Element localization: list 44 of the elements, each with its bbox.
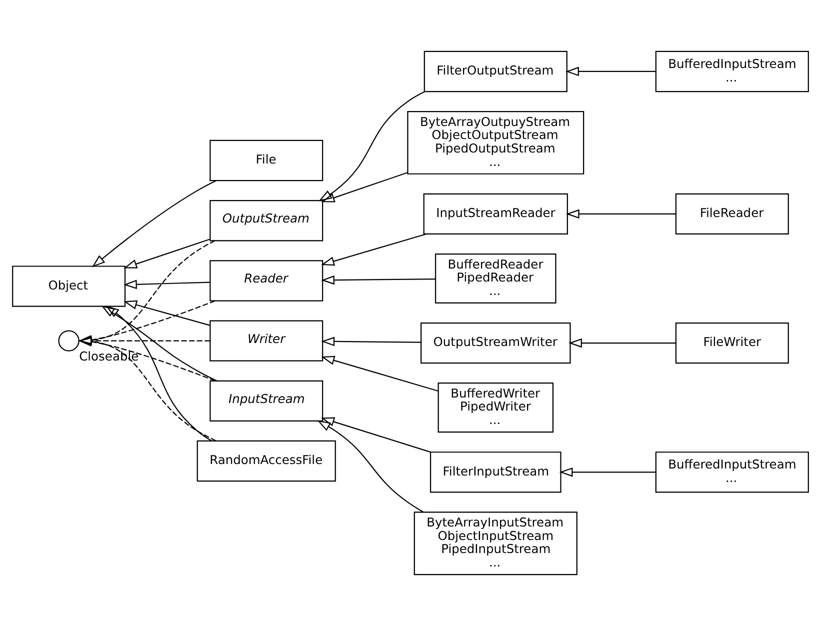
node-circle bbox=[58, 330, 80, 352]
arrow bbox=[321, 417, 431, 453]
arrow bbox=[78, 240, 216, 345]
node-box: ByteArrayOutpuyStream ObjectOutputStream PipedOutputStream ... bbox=[407, 111, 584, 174]
arrow bbox=[318, 91, 426, 202]
arrow bbox=[321, 275, 436, 285]
node-box: FileWriter bbox=[675, 322, 789, 364]
arrow bbox=[566, 66, 656, 76]
node-label: Closeable bbox=[79, 350, 139, 364]
arrow bbox=[321, 233, 427, 266]
arrow bbox=[78, 337, 216, 382]
node-box: FilterOutputStream bbox=[424, 50, 568, 92]
arrow bbox=[566, 209, 676, 219]
node-box: RandomAccessFile bbox=[196, 440, 336, 482]
node-box: ByteArrayInputStream ObjectInputStream PipedInputStream ... bbox=[414, 512, 578, 576]
arrow bbox=[321, 172, 408, 202]
node-box: Reader bbox=[210, 260, 324, 302]
arrow bbox=[321, 336, 421, 346]
arrow bbox=[78, 300, 216, 345]
arrow bbox=[317, 420, 424, 513]
node-box: Writer bbox=[210, 320, 324, 362]
node-box: BufferedReader PipedReader ... bbox=[434, 253, 556, 304]
node-box: InputStreamReader bbox=[423, 193, 568, 235]
arrow bbox=[124, 238, 210, 268]
arrow bbox=[78, 336, 216, 442]
arrow bbox=[559, 467, 656, 477]
node-box: FileReader bbox=[675, 193, 789, 235]
node-box: FilterInputStream bbox=[430, 452, 562, 493]
node-box: OutputStreamWriter bbox=[420, 322, 571, 364]
node-box: BufferedInputStream ... bbox=[655, 452, 809, 493]
arrow bbox=[124, 280, 210, 290]
arrow bbox=[124, 300, 210, 326]
node-box: BufferedInputStream ... bbox=[655, 50, 809, 92]
arrow bbox=[101, 306, 218, 382]
arrow bbox=[78, 336, 210, 346]
arrow bbox=[321, 356, 438, 392]
node-box: OutputStream bbox=[210, 200, 324, 242]
arrow bbox=[92, 180, 216, 268]
node-box: InputStream bbox=[210, 380, 324, 422]
arrow bbox=[568, 338, 676, 348]
node-box: Object bbox=[12, 266, 126, 307]
arrow bbox=[106, 306, 212, 442]
node-box: File bbox=[210, 140, 324, 182]
node-box: BufferedWriter PipedWriter ... bbox=[438, 382, 554, 433]
